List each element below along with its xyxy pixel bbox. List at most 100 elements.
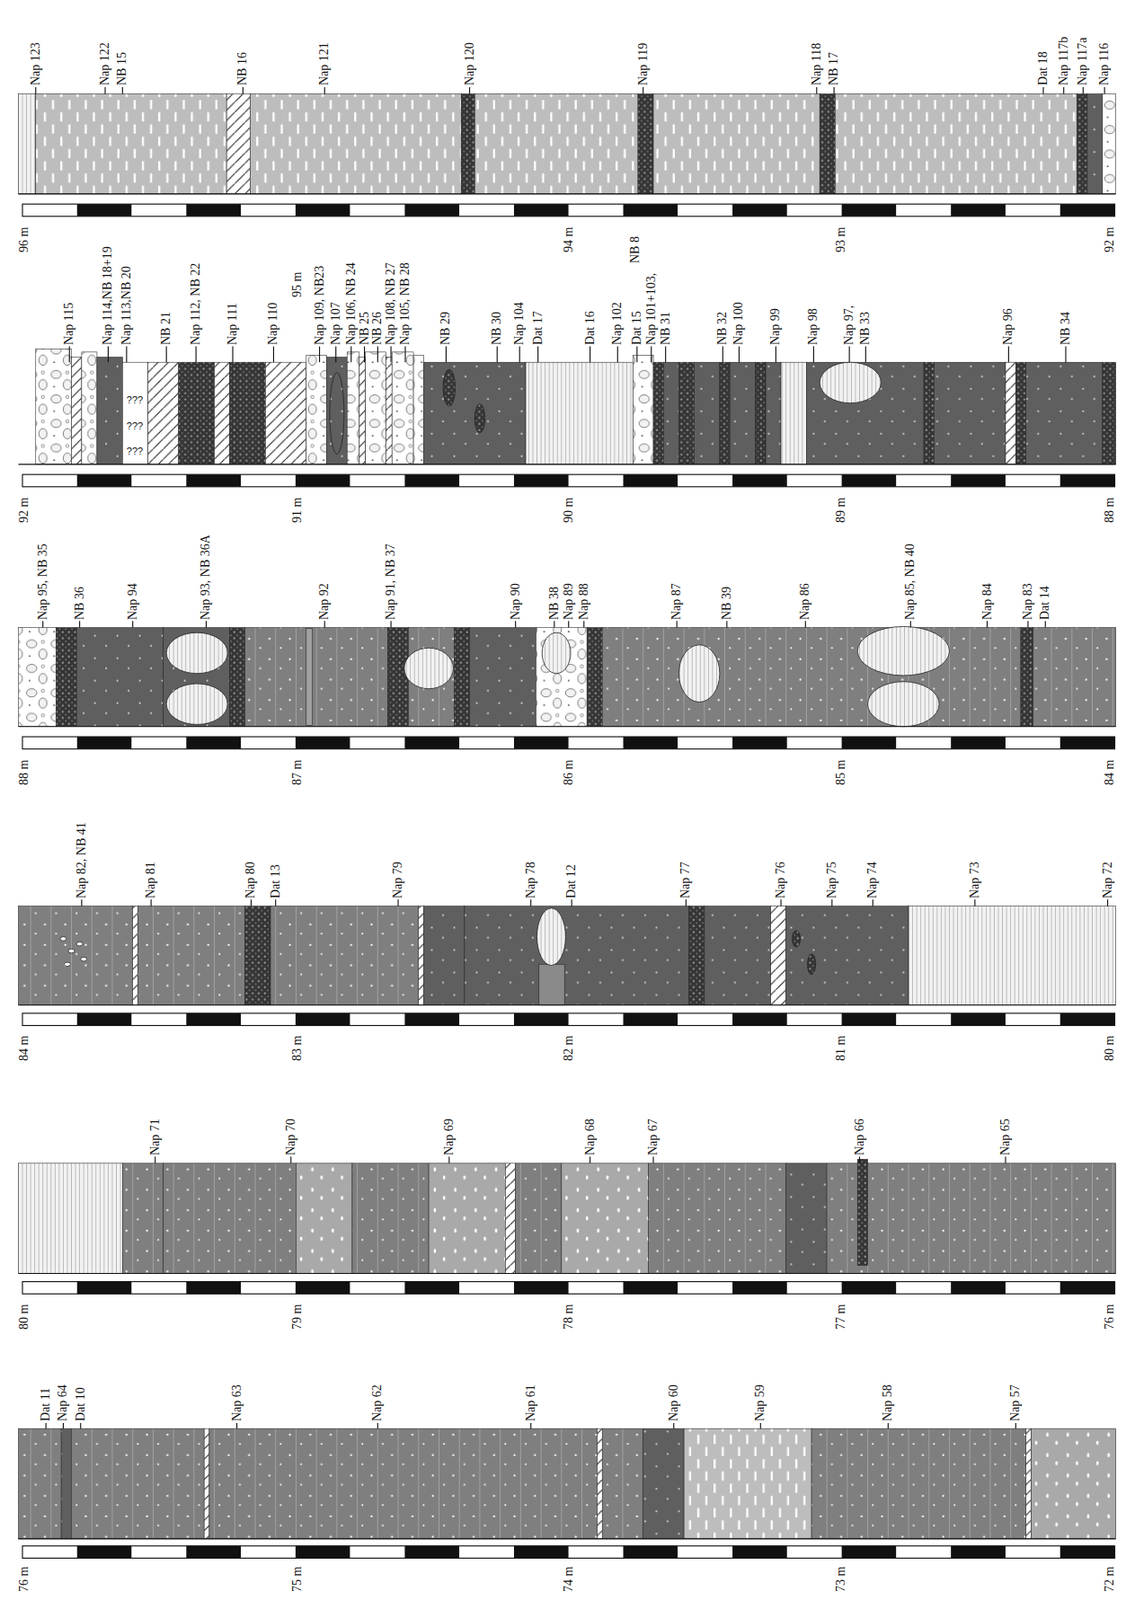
lithology-unit	[1026, 1428, 1032, 1540]
sample-tick	[35, 87, 36, 94]
sample-tick	[833, 87, 835, 94]
scale-segment	[568, 474, 624, 488]
sample-label: NB 17	[826, 52, 842, 86]
sample-tick	[685, 899, 687, 906]
sample-tick	[617, 346, 619, 364]
uncertainty-mark: ???	[126, 394, 143, 406]
scale-segment	[186, 203, 241, 217]
sample-tick	[650, 346, 652, 364]
lithology-unit	[423, 362, 526, 465]
scale-segment	[22, 1013, 78, 1027]
sample-label: Nap 91, NB 37	[383, 543, 399, 621]
sample-tick	[652, 1156, 654, 1163]
sample-label: Nap 87	[669, 583, 684, 621]
lithology-unit	[214, 362, 231, 465]
lithology-unit	[1030, 1428, 1116, 1540]
sample-label: Nap 102	[610, 301, 625, 346]
scale-outline	[22, 203, 1116, 217]
depth-label: 76 m	[1102, 1304, 1118, 1330]
scale-segment	[514, 736, 569, 750]
sample-tick	[397, 899, 399, 906]
scale-segment	[350, 1546, 406, 1560]
scale-segment	[1005, 474, 1061, 488]
lithology-unit	[35, 348, 72, 464]
scale-segment	[732, 736, 788, 750]
sample-label: Nap 79	[390, 861, 406, 899]
scale-segment	[677, 474, 733, 488]
scale-segment	[350, 203, 406, 217]
sample-tick	[390, 346, 392, 364]
sample-tick	[849, 346, 851, 364]
sample-tick	[150, 899, 152, 906]
sample-label: Nap 77	[678, 861, 693, 899]
sample-tick	[1008, 346, 1010, 364]
sample-label: Nap 83	[1020, 583, 1036, 621]
lithology-unit	[385, 357, 392, 465]
lithology-unit	[1015, 362, 1026, 465]
depth-label: 77 m	[833, 1304, 849, 1330]
lithology-unit	[423, 906, 464, 1006]
sample-tick	[166, 346, 168, 364]
scale-outline	[22, 1546, 1116, 1560]
sample-tick	[377, 346, 379, 364]
sample-tick	[726, 620, 728, 628]
lithology-unit	[17, 906, 133, 1006]
sample-label: Nap 100	[731, 301, 746, 346]
sample-tick	[496, 346, 498, 364]
lithology-unit	[346, 352, 360, 465]
scale-segment	[132, 1282, 187, 1295]
sample-label: Nap 106, NB 24	[344, 262, 359, 346]
sample-tick	[236, 1423, 238, 1429]
scale-segment	[623, 1013, 679, 1027]
sample-tick	[1015, 1423, 1017, 1429]
scale-segment	[132, 1013, 187, 1027]
depth-label: 87 m	[290, 759, 305, 785]
sample-label: Nap 104	[512, 301, 527, 346]
sample-label: Dat 12	[564, 864, 579, 899]
lens-body	[76, 941, 83, 947]
lithology-unit	[834, 93, 1077, 194]
sample-label: NB 32	[715, 311, 730, 346]
scale-segment	[514, 203, 569, 217]
scale-segment	[895, 1282, 951, 1295]
scale-segment	[350, 474, 406, 488]
sample-label: Nap 73	[967, 861, 983, 899]
scale-segment	[787, 203, 843, 217]
depth-label: 81 m	[833, 1036, 849, 1062]
scale-segment	[77, 474, 133, 488]
sample-label: Nap 86	[797, 583, 813, 621]
scale-segment	[459, 1546, 515, 1560]
sample-tick	[805, 620, 807, 628]
lithology-unit	[643, 1428, 684, 1540]
sample-tick	[273, 346, 275, 364]
lithology-unit	[352, 1163, 429, 1275]
sample-tick	[780, 899, 781, 906]
scale-segment	[240, 736, 296, 750]
sample-label: Nap 109, NB23	[312, 265, 328, 346]
sample-label: NB 36	[72, 586, 88, 621]
lithology-unit	[76, 628, 164, 728]
sample-label: Nap 69	[442, 1118, 457, 1156]
scale-segment	[623, 474, 679, 488]
lens-body	[792, 930, 801, 948]
column-base	[17, 463, 1116, 465]
lithology-unit	[178, 362, 215, 465]
scale-segment	[842, 1013, 897, 1027]
sample-tick	[205, 620, 207, 628]
lithology-unit	[693, 362, 719, 465]
sample-tick	[760, 1423, 762, 1429]
lens-body	[443, 369, 456, 407]
sample-label: Nap 113,NB 20	[119, 265, 134, 346]
lens-body	[678, 645, 719, 703]
scale-segment	[895, 474, 951, 488]
sample-label: Nap 118	[809, 43, 825, 86]
scale-segment	[132, 1546, 187, 1560]
scale-segment	[677, 1546, 733, 1560]
lithology-unit	[632, 354, 654, 465]
sample-label: NB 21	[159, 311, 174, 346]
lithology-unit	[230, 628, 246, 728]
scale-segment	[1060, 1546, 1116, 1560]
sample-tick	[319, 346, 320, 364]
column-base	[17, 1273, 1116, 1275]
